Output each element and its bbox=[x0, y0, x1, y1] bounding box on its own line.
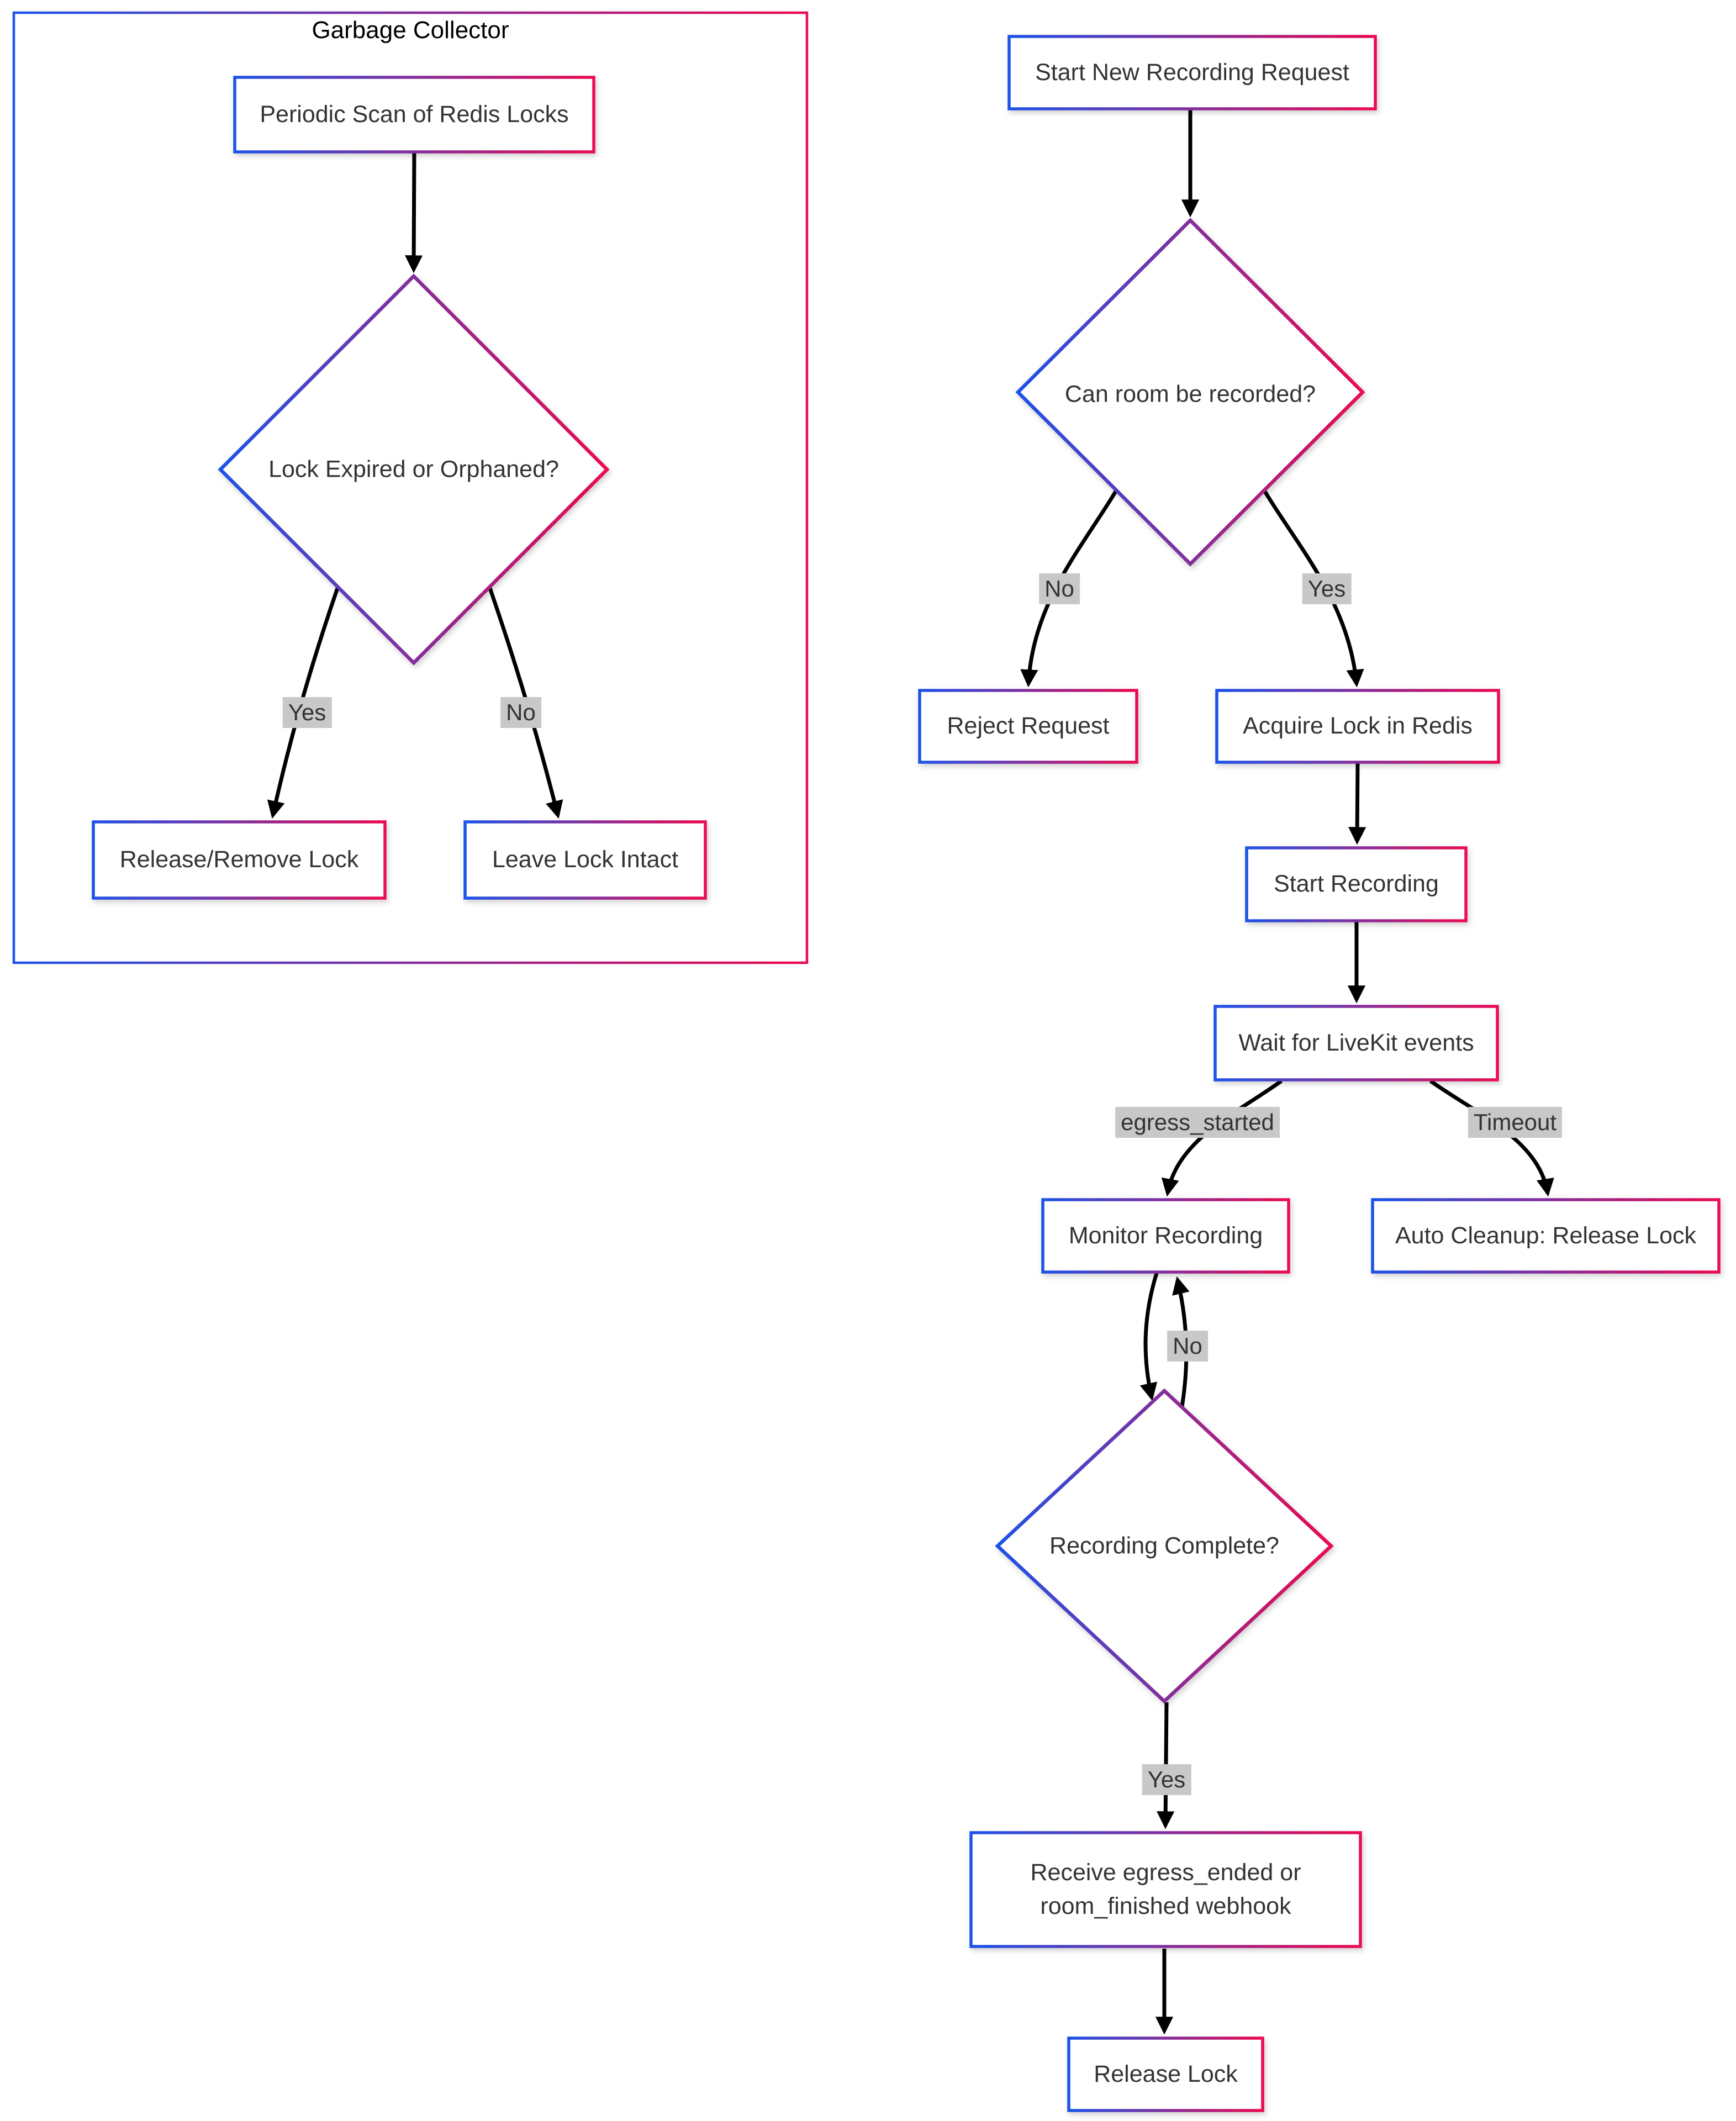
node-box-release-lock bbox=[1067, 2036, 1264, 2112]
edge-label-gc-yes: Yes bbox=[282, 697, 332, 728]
node-label-receive-webhook: Receive egress_ended or room_finished we… bbox=[1030, 1859, 1301, 1919]
node-box-monitor-recording bbox=[1041, 1198, 1290, 1274]
node-label-wait-events: Wait for LiveKit events bbox=[1238, 1029, 1474, 1056]
node-label-release-remove: Release/Remove Lock bbox=[119, 846, 359, 873]
nodes-group bbox=[92, 35, 1721, 2112]
edge-monitor-to-recording-complete bbox=[1139, 1272, 1159, 1401]
node-box-start-request bbox=[1007, 35, 1377, 110]
edge-label-egress-started: egress_started bbox=[1115, 1107, 1280, 1138]
edge-label-flow-no: No bbox=[1039, 573, 1080, 604]
node-label-reject-request: Reject Request bbox=[947, 713, 1110, 740]
edge-label-complete-yes: Yes bbox=[1142, 1764, 1191, 1795]
node-box-receive-webhook bbox=[969, 1831, 1362, 1948]
node-box-wait-events bbox=[1213, 1005, 1499, 1081]
node-box-reject-request bbox=[918, 689, 1138, 764]
node-label-start-recording: Start Recording bbox=[1274, 870, 1439, 898]
node-label-periodic-scan: Periodic Scan of Redis Locks bbox=[260, 101, 569, 128]
subgraph-garbage-collector-border bbox=[12, 11, 809, 964]
edge-acquire-lock-to-start-recording bbox=[1348, 763, 1366, 845]
decision-can-record bbox=[1015, 218, 1365, 567]
node-label-lock-expired: Lock Expired or Orphaned? bbox=[268, 456, 559, 483]
node-box-auto-cleanup bbox=[1371, 1198, 1721, 1274]
node-box-acquire-lock bbox=[1215, 689, 1500, 764]
node-box-leave-intact bbox=[463, 820, 707, 900]
decision-lock-expired bbox=[218, 273, 610, 666]
edge-recording-complete-yes bbox=[1157, 1702, 1175, 1829]
node-label-acquire-lock: Acquire Lock in Redis bbox=[1243, 713, 1473, 740]
decision-recording-complete bbox=[995, 1388, 1334, 1704]
edge-label-timeout: Timeout bbox=[1468, 1107, 1563, 1138]
node-label-leave-intact: Leave Lock Intact bbox=[492, 846, 679, 873]
node-box-start-recording bbox=[1245, 846, 1468, 922]
node-label-start-request: Start New Recording Request bbox=[1035, 59, 1349, 86]
node-label-can-record: Can room be recorded? bbox=[1064, 381, 1316, 408]
node-label-release-lock: Release Lock bbox=[1094, 2060, 1238, 2087]
node-label-monitor-recording: Monitor Recording bbox=[1068, 1222, 1263, 1249]
node-label-auto-cleanup: Auto Cleanup: Release Lock bbox=[1395, 1222, 1697, 1249]
node-box-release-remove bbox=[92, 820, 387, 900]
node-box-periodic-scan bbox=[233, 76, 595, 154]
edge-label-flow-yes: Yes bbox=[1302, 573, 1352, 604]
edge-label-gc-no: No bbox=[500, 697, 541, 728]
subgraph-title: Garbage Collector bbox=[312, 17, 509, 44]
node-label-recording-complete: Recording Complete? bbox=[1049, 1532, 1279, 1559]
edge-label-loop-no: No bbox=[1167, 1331, 1208, 1362]
